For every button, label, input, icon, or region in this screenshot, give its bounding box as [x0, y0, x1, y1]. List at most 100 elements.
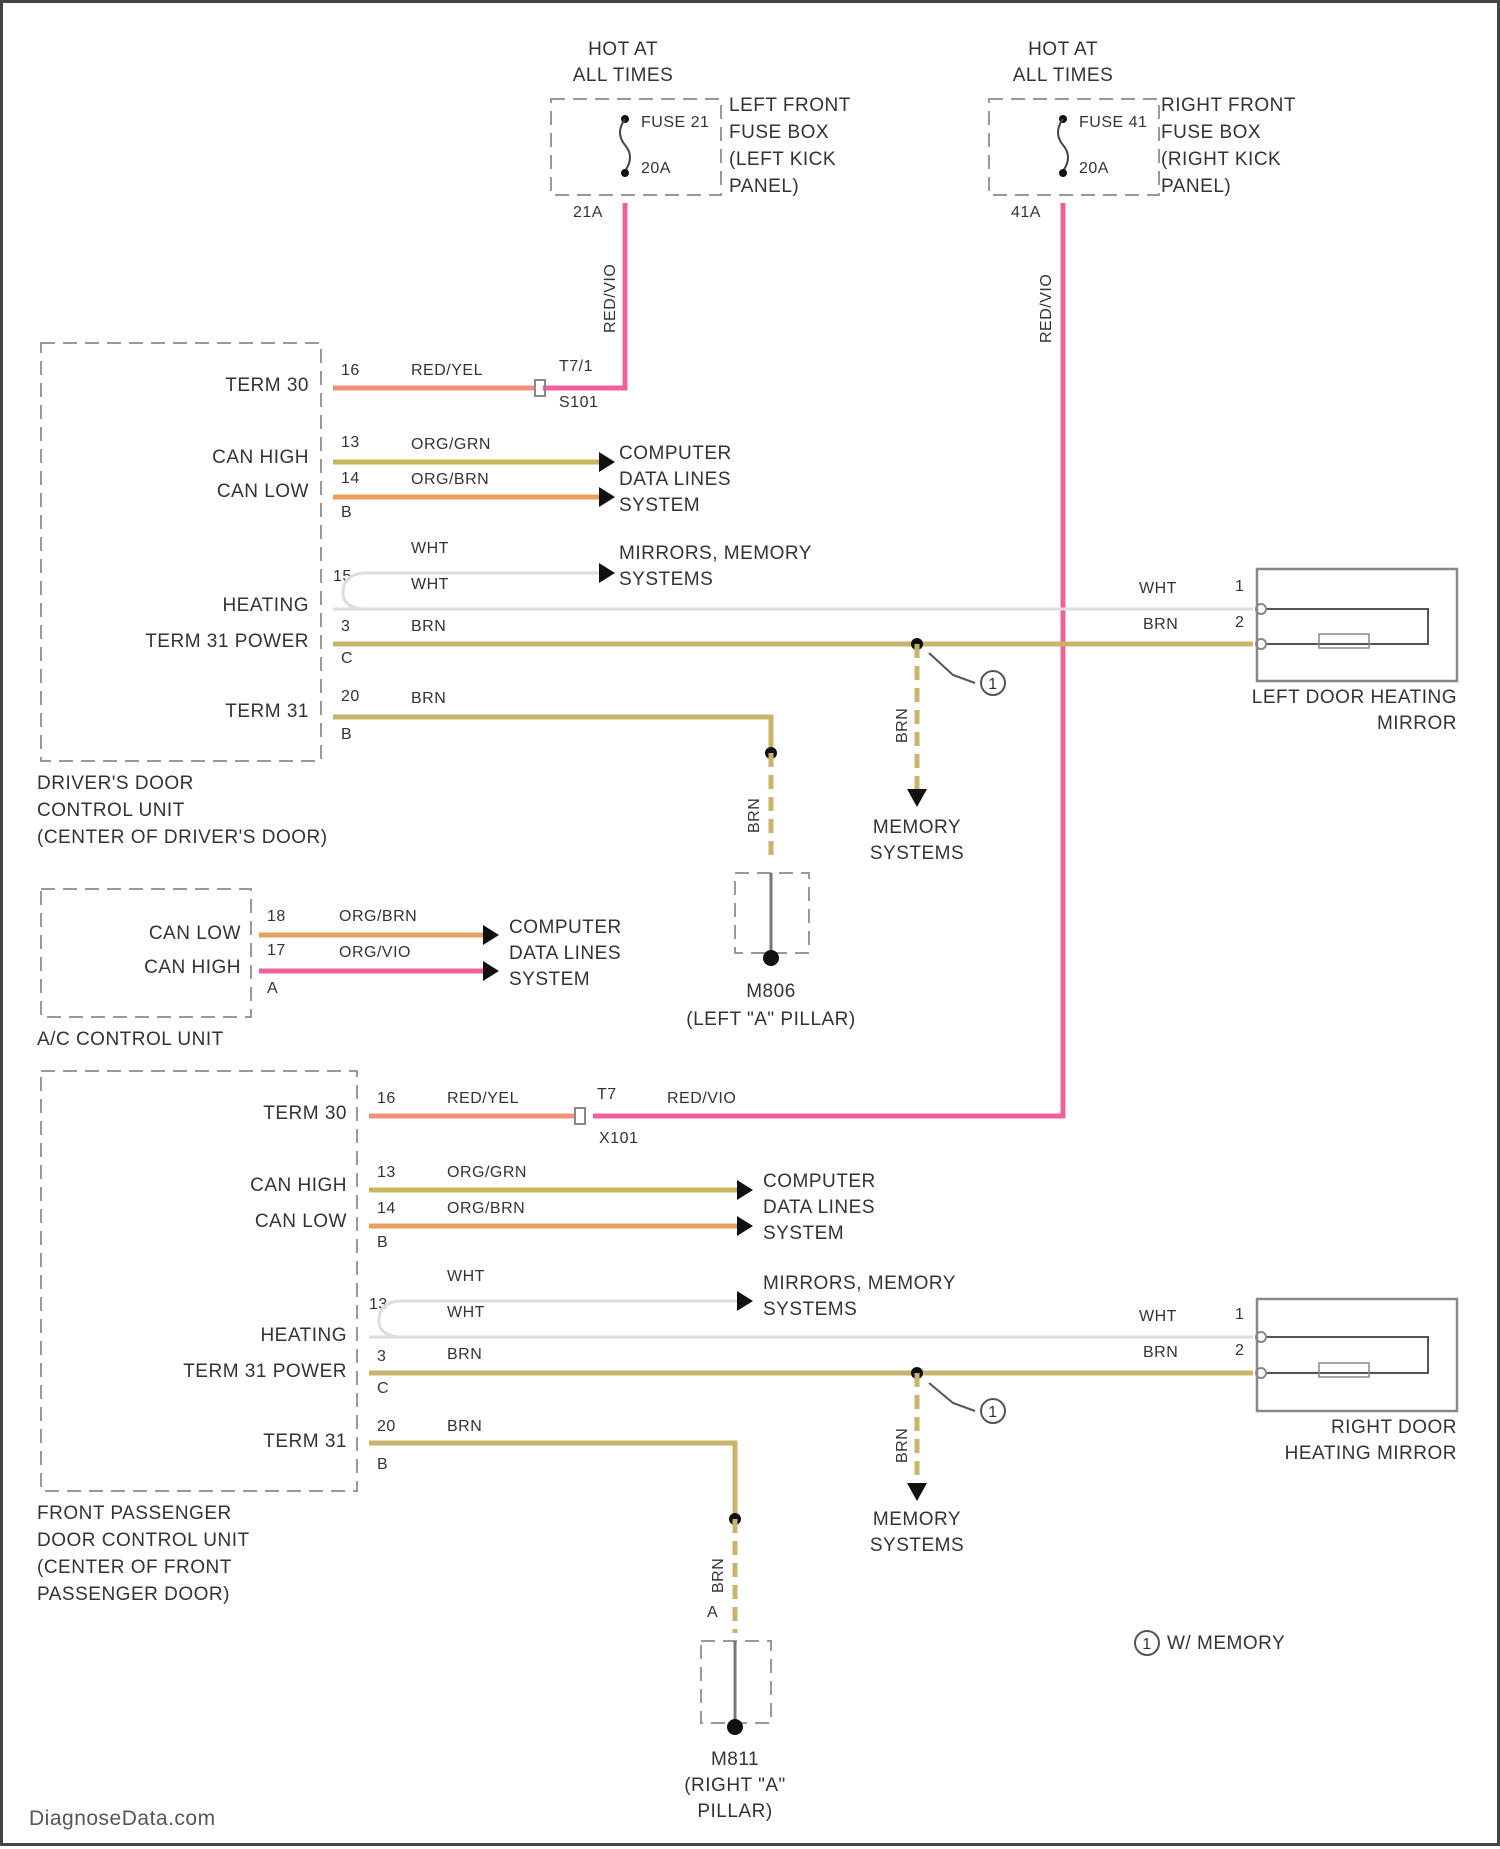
driver-heating-label: HEATING — [222, 595, 309, 616]
pass-term30-pin: 16 — [377, 1090, 396, 1107]
pass-term31-wire — [369, 1443, 735, 1519]
pass-canlow-label: CAN LOW — [255, 1211, 347, 1232]
driver-canhigh-wire-color: ORG/GRN — [411, 436, 491, 453]
right-fuse-loc-2: FUSE BOX — [1161, 122, 1261, 143]
ac-canhigh-arrow — [483, 961, 499, 981]
pass-term30-wire-color: RED/YEL — [447, 1090, 519, 1107]
left-mirror-pin1: 1 — [1235, 578, 1244, 595]
pass-canhigh-arrow — [737, 1180, 753, 1200]
pass-memory-note-symbol: 1 — [988, 1404, 997, 1421]
left-supply-line2: ALL TIMES — [573, 65, 674, 86]
right-supply-line2: ALL TIMES — [1013, 65, 1114, 86]
driver-canhigh-label: CAN HIGH — [212, 447, 309, 468]
right-feed-wire-color: RED/VIO — [1038, 274, 1055, 343]
driver-splice-pin: T7/1 — [559, 358, 593, 375]
driver-canlow-pin: 14 — [341, 470, 360, 487]
diagram-svg: HOT AT ALL TIMES FUSE 21 20A LEFT FRONT … — [3, 3, 1500, 1849]
pass-term31p-label: TERM 31 POWER — [183, 1361, 347, 1382]
ac-canlow-wire-color: ORG/BRN — [339, 908, 417, 925]
watermark: DiagnoseData.com — [29, 1807, 216, 1830]
right-fuse-loc-4: PANEL) — [1161, 176, 1231, 197]
left-fuse-name: FUSE 21 — [641, 114, 709, 131]
pass-term31-wire-color: BRN — [447, 1418, 482, 1435]
pass-computer-data-2: DATA LINES — [763, 1197, 875, 1218]
driver-unit-name-1: DRIVER'S DOOR — [37, 773, 194, 794]
pass-term31-pin: 20 — [377, 1418, 396, 1435]
right-ground-id: M811 — [711, 1749, 759, 1770]
driver-ground-wire-color: BRN — [746, 798, 763, 833]
driver-canhigh-arrow — [599, 452, 615, 472]
driver-canlow-arrow — [599, 487, 615, 507]
driver-term31-wire-color: BRN — [411, 690, 446, 707]
driver-conn-c: C — [341, 650, 353, 667]
pass-mirrors-memory-1: MIRRORS, MEMORY — [763, 1273, 956, 1294]
driver-mirrors-wire-color: WHT — [411, 540, 449, 557]
ac-computer-data-2: DATA LINES — [509, 943, 621, 964]
pass-conn-c: C — [377, 1380, 389, 1397]
right-fuse-name: FUSE 41 — [1079, 114, 1147, 131]
left-ground-location: (LEFT "A" PILLAR) — [686, 1009, 855, 1030]
pass-splice-pin: T7 — [597, 1086, 617, 1103]
right-mirror-name-1: RIGHT DOOR — [1331, 1417, 1457, 1438]
pass-unit-name-1: FRONT PASSENGER — [37, 1503, 232, 1524]
pass-unit-name-2: DOOR CONTROL UNIT — [37, 1530, 250, 1551]
driver-door-control-unit: TERM 30 CAN HIGH CAN LOW HEATING TERM 31… — [37, 343, 360, 848]
pass-canhigh-label: CAN HIGH — [250, 1175, 347, 1196]
pass-memory-systems-2: SYSTEMS — [870, 1535, 964, 1556]
left-mirror-pin2: 2 — [1235, 614, 1244, 631]
pass-computer-data-1: COMPUTER — [763, 1171, 876, 1192]
left-fuse-symbol — [620, 119, 630, 171]
ac-unit-outline — [41, 889, 251, 1017]
right-mirror-brn-color: BRN — [1143, 1344, 1178, 1361]
driver-unit-outline — [41, 343, 321, 761]
pass-mirrors-arrow — [737, 1291, 753, 1311]
driver-computer-data-2: DATA LINES — [619, 469, 731, 490]
right-fuse-loc-1: RIGHT FRONT — [1161, 95, 1296, 116]
ac-computer-data-1: COMPUTER — [509, 917, 622, 938]
pass-feed-wire-color: RED/VIO — [667, 1090, 736, 1107]
pass-memory-note-leader — [929, 1383, 975, 1411]
ac-unit-name: A/C CONTROL UNIT — [37, 1029, 224, 1050]
ac-canlow-arrow — [483, 925, 499, 945]
driver-splice-id: S101 — [559, 394, 598, 411]
left-mirror-name-2: MIRROR — [1377, 713, 1457, 734]
driver-canlow-wire-color: ORG/BRN — [411, 471, 489, 488]
right-supply-line1: HOT AT — [1028, 39, 1098, 60]
driver-term31p-label: TERM 31 POWER — [145, 631, 309, 652]
pass-term31-label: TERM 31 — [263, 1431, 347, 1452]
left-fuse-terminal: 21A — [573, 204, 603, 221]
driver-memory-arrow — [907, 789, 927, 807]
driver-term31p-pin: 3 — [341, 618, 350, 635]
left-mirror-heater-symbol — [1319, 634, 1369, 648]
legend-text: W/ MEMORY — [1167, 1633, 1285, 1654]
driver-unit-name-2: CONTROL UNIT — [37, 800, 185, 821]
right-mirror-pin1: 1 — [1235, 1306, 1244, 1323]
pass-canlow-arrow — [737, 1216, 753, 1236]
driver-mirrors-arrow — [599, 563, 615, 583]
driver-term31-pin: 20 — [341, 688, 360, 705]
pass-splice-id: X101 — [599, 1130, 638, 1147]
driver-term31-label: TERM 31 — [225, 701, 309, 722]
left-fuse-rating: 20A — [641, 160, 671, 177]
driver-conn-b: B — [341, 504, 352, 521]
right-fuse-symbol — [1058, 119, 1068, 171]
ac-computer-data-3: SYSTEM — [509, 969, 590, 990]
driver-heating-wire-color: WHT — [411, 576, 449, 593]
ac-canlow-pin: 18 — [267, 908, 286, 925]
pass-term31p-wire-color: BRN — [447, 1346, 482, 1363]
pass-heating-wire-color: WHT — [447, 1304, 485, 1321]
right-fuse-bottom-dot — [1059, 169, 1067, 177]
left-fuse-loc-1: LEFT FRONT — [729, 95, 851, 116]
driver-memory-wire-color: BRN — [894, 708, 911, 743]
ac-connector: A — [267, 980, 278, 997]
passenger-unit-outline — [41, 1071, 357, 1491]
left-mirror-brn-color: BRN — [1143, 616, 1178, 633]
right-feed-wire — [593, 203, 1063, 1116]
pass-ground-wire-color: BRN — [710, 1558, 727, 1593]
right-mirror-element — [1267, 1337, 1428, 1373]
pass-computer-data-3: SYSTEM — [763, 1223, 844, 1244]
pass-conn-b2: B — [377, 1456, 388, 1473]
pass-heating-label: HEATING — [260, 1325, 347, 1346]
driver-term31p-wire-color: BRN — [411, 618, 446, 635]
